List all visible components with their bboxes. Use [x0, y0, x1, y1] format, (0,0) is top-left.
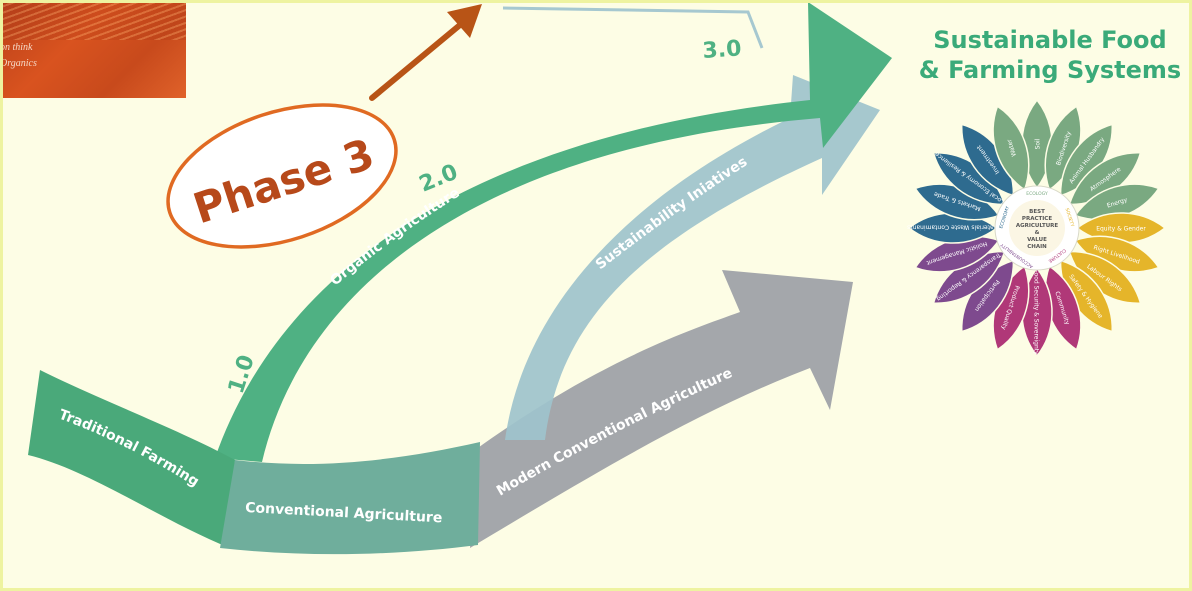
- flower-petal-label: Soil: [1035, 138, 1042, 149]
- flower-petal-label: Equity & Gender: [1096, 226, 1146, 233]
- phase-ellipse: [166, 103, 398, 249]
- flower-petal: Labour Rights: [1068, 250, 1142, 304]
- flower-petal: Water: [992, 105, 1030, 192]
- target-title-line2: & Farming Systems: [919, 56, 1181, 84]
- flower-center-text: PRACTICE: [1022, 216, 1052, 222]
- phase-arrow-head: [447, 4, 482, 38]
- target-title-line1: Sustainable Food: [933, 26, 1166, 54]
- organic-agriculture-arrow: [215, 2, 892, 462]
- sustainability-arrow: [505, 75, 880, 440]
- book-cover-image: on think Organics: [0, 0, 186, 98]
- flower-petal-shape: [992, 105, 1030, 192]
- flower-petal: Investment: [961, 123, 1015, 197]
- phase-arrow-shaft: [369, 12, 475, 101]
- flower-petal-label: Food Security & Sovereignty: [1033, 269, 1040, 355]
- flower-petal-label: Materials Waste Contaminants: [907, 224, 999, 231]
- flower-ring-label: ECOLOGY: [1026, 191, 1048, 197]
- top-connector-line: [502, 6, 764, 49]
- book-cover-texture: [0, 0, 186, 40]
- book-cover-text-line2: Organics: [0, 58, 37, 69]
- traditional-farming-arrow: [28, 370, 235, 548]
- conventional-agriculture-band: [220, 442, 480, 555]
- flower-petal: Community: [1044, 264, 1082, 351]
- flower-center: [1009, 200, 1065, 256]
- flower-center-text: BEST: [1029, 209, 1045, 215]
- version-3-label: 3.0: [702, 36, 743, 64]
- flower-center-text: &: [1035, 230, 1040, 236]
- book-cover-text-line1: on think: [0, 42, 33, 53]
- flower-ring-label: SOCIETY: [1064, 207, 1076, 227]
- flower-center-text: AGRICULTURE: [1016, 223, 1059, 229]
- flower-center-text: VALUE: [1027, 237, 1047, 243]
- flower-center-text: CHAIN: [1027, 244, 1047, 250]
- flower-petal: Biodiversity: [1044, 105, 1082, 192]
- modern-conventional-arrow: [470, 270, 853, 548]
